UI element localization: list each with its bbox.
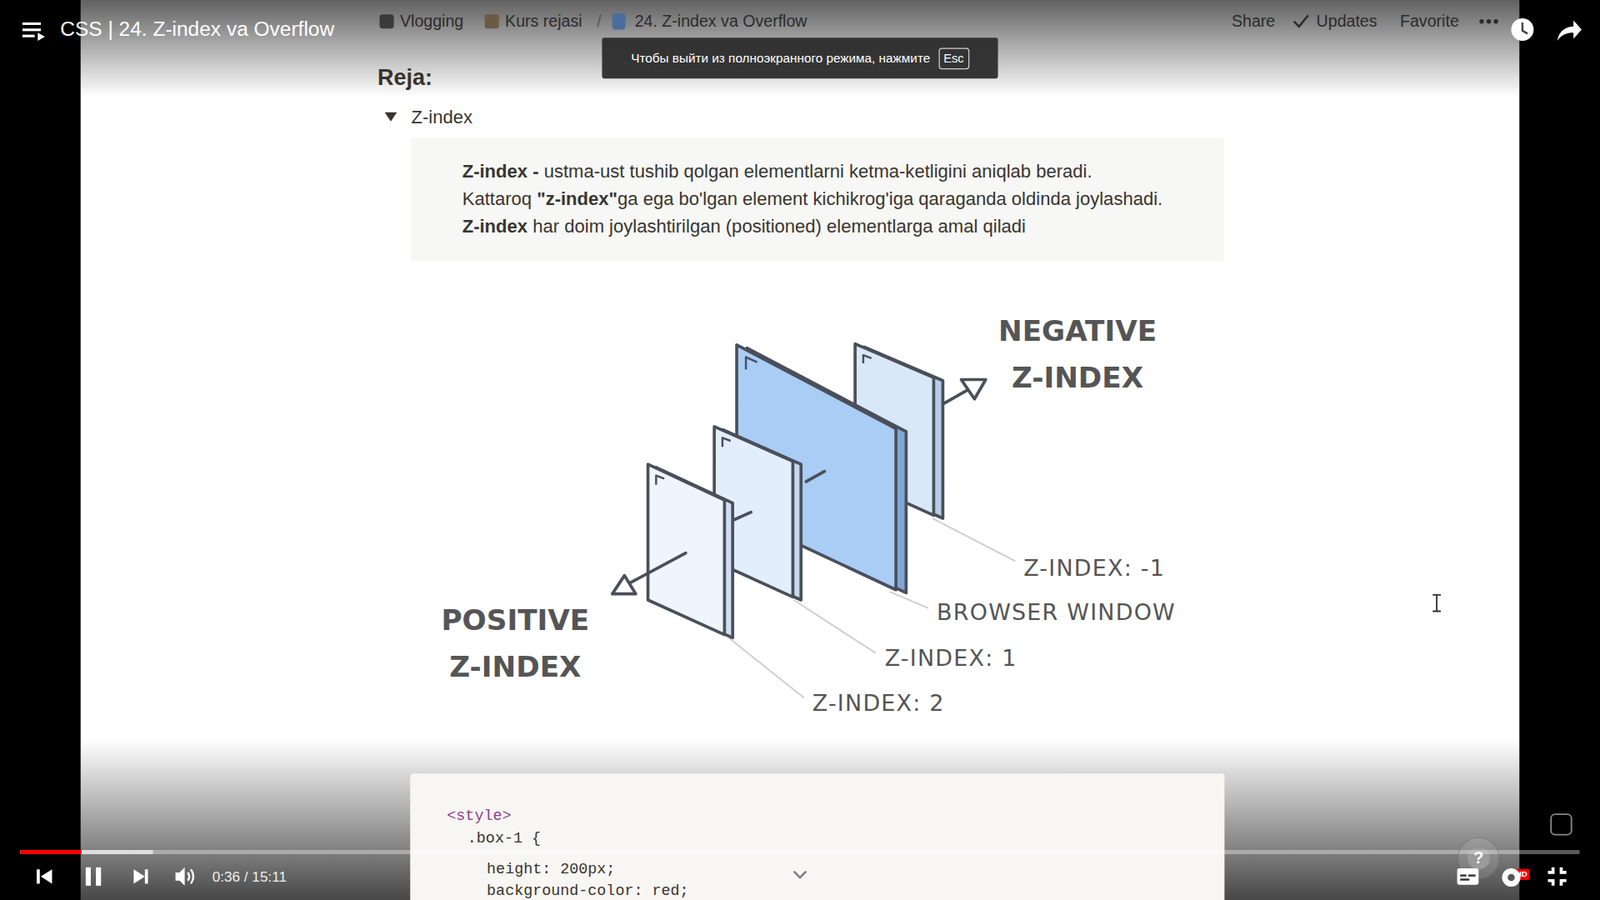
progress-buffer xyxy=(20,850,153,855)
share-icon xyxy=(1557,20,1582,40)
quality-badge: HD xyxy=(1513,869,1530,880)
callout-text: ga ega bo'lgan element kichikrog'iga qar… xyxy=(617,189,1163,210)
text-cursor xyxy=(1432,595,1441,612)
time-display: 0:36 / 15:11 xyxy=(212,868,287,885)
key-text: Esc xyxy=(943,50,965,65)
callout-text: Kattaroq xyxy=(462,189,532,210)
exit-fullscreen-button xyxy=(1548,867,1567,886)
extension-icon xyxy=(1550,814,1571,835)
diagram-heading: NEGATIVE Z-INDEX xyxy=(987,308,1169,403)
fullscreen-toast: Чтобы выйти из полноэкранного режима, на… xyxy=(601,37,998,79)
panel-z2 xyxy=(648,464,734,638)
callout-text: har doim joylashtirilgan (positioned) el… xyxy=(532,216,1026,237)
callout-term: "z-index" xyxy=(536,189,618,210)
layer-label: Z-INDEX: -1 xyxy=(1023,555,1165,582)
watch-later-icon xyxy=(1510,18,1534,41)
breadcrumb-icons xyxy=(380,13,626,30)
layer-label: BROWSER WINDOW xyxy=(936,599,1176,625)
topbar-button: Share xyxy=(1231,12,1275,31)
toggle-heading: Z-index xyxy=(410,106,473,129)
video-title: CSS | 24. Z-index va Overflow xyxy=(60,17,335,41)
section-heading: Reja: xyxy=(377,64,433,91)
key-badge: Esc xyxy=(938,47,970,70)
topbar-button: Updates xyxy=(1316,12,1378,31)
layer-label: Z-INDEX: 1 xyxy=(885,645,1018,671)
help-circle xyxy=(1458,837,1500,879)
callout-box: Z-index -ustma-ust tushib qolgan element… xyxy=(410,137,1225,261)
progress-track xyxy=(20,850,1580,855)
depth-arrows xyxy=(612,553,686,595)
toast-text: Чтобы выйти из полноэкранного режима, на… xyxy=(630,50,930,65)
callout-line: Z-index -ustma-ust tushib qolgan element… xyxy=(462,158,1207,186)
next-button xyxy=(133,869,148,884)
code-block: <style> .box-1 { height: 200px; background-… xyxy=(410,773,1225,900)
topbar-button: Favorite xyxy=(1400,12,1460,31)
code-line: <style> xyxy=(446,807,511,825)
more-icon xyxy=(1479,19,1499,24)
pause-button xyxy=(85,867,101,886)
subtitles-button xyxy=(1457,868,1480,885)
playlist-icon xyxy=(22,22,45,41)
breadcrumb-item: 24. Z-index va Overflow xyxy=(635,12,808,31)
code-line: .box-1 { xyxy=(467,830,541,848)
breadcrumb-separator: / xyxy=(596,12,601,31)
diagram-heading: POSITIVE Z-INDEX xyxy=(428,596,603,691)
depth-arrows xyxy=(942,380,985,405)
settings-button xyxy=(1501,868,1520,887)
help-button: ? xyxy=(1467,846,1490,870)
code-line: background-color: red; xyxy=(486,883,690,900)
code-line: height: 200px; xyxy=(486,860,615,879)
breadcrumb-item: Vlogging xyxy=(400,12,464,31)
breadcrumb-item: Kurs rejasi xyxy=(505,12,583,31)
chevron xyxy=(794,871,807,878)
layer-label: Z-INDEX: 2 xyxy=(812,690,945,716)
callout-line: Kattaroq"z-index"ga ega bo'lgan element … xyxy=(462,185,1207,214)
callout-text: ustma-ust tushib qolgan elementlarni ket… xyxy=(544,160,1093,181)
prev-button xyxy=(36,869,52,884)
check-icon xyxy=(1294,15,1309,26)
toggle-arrow xyxy=(385,112,398,122)
progress-played xyxy=(20,850,81,855)
callout-line: Z-indexhar doim joylashtirilgan (positio… xyxy=(462,213,1207,241)
callout-term: Z-index xyxy=(462,216,528,237)
callout-term: Z-index - xyxy=(462,160,540,181)
volume-button xyxy=(175,867,194,886)
